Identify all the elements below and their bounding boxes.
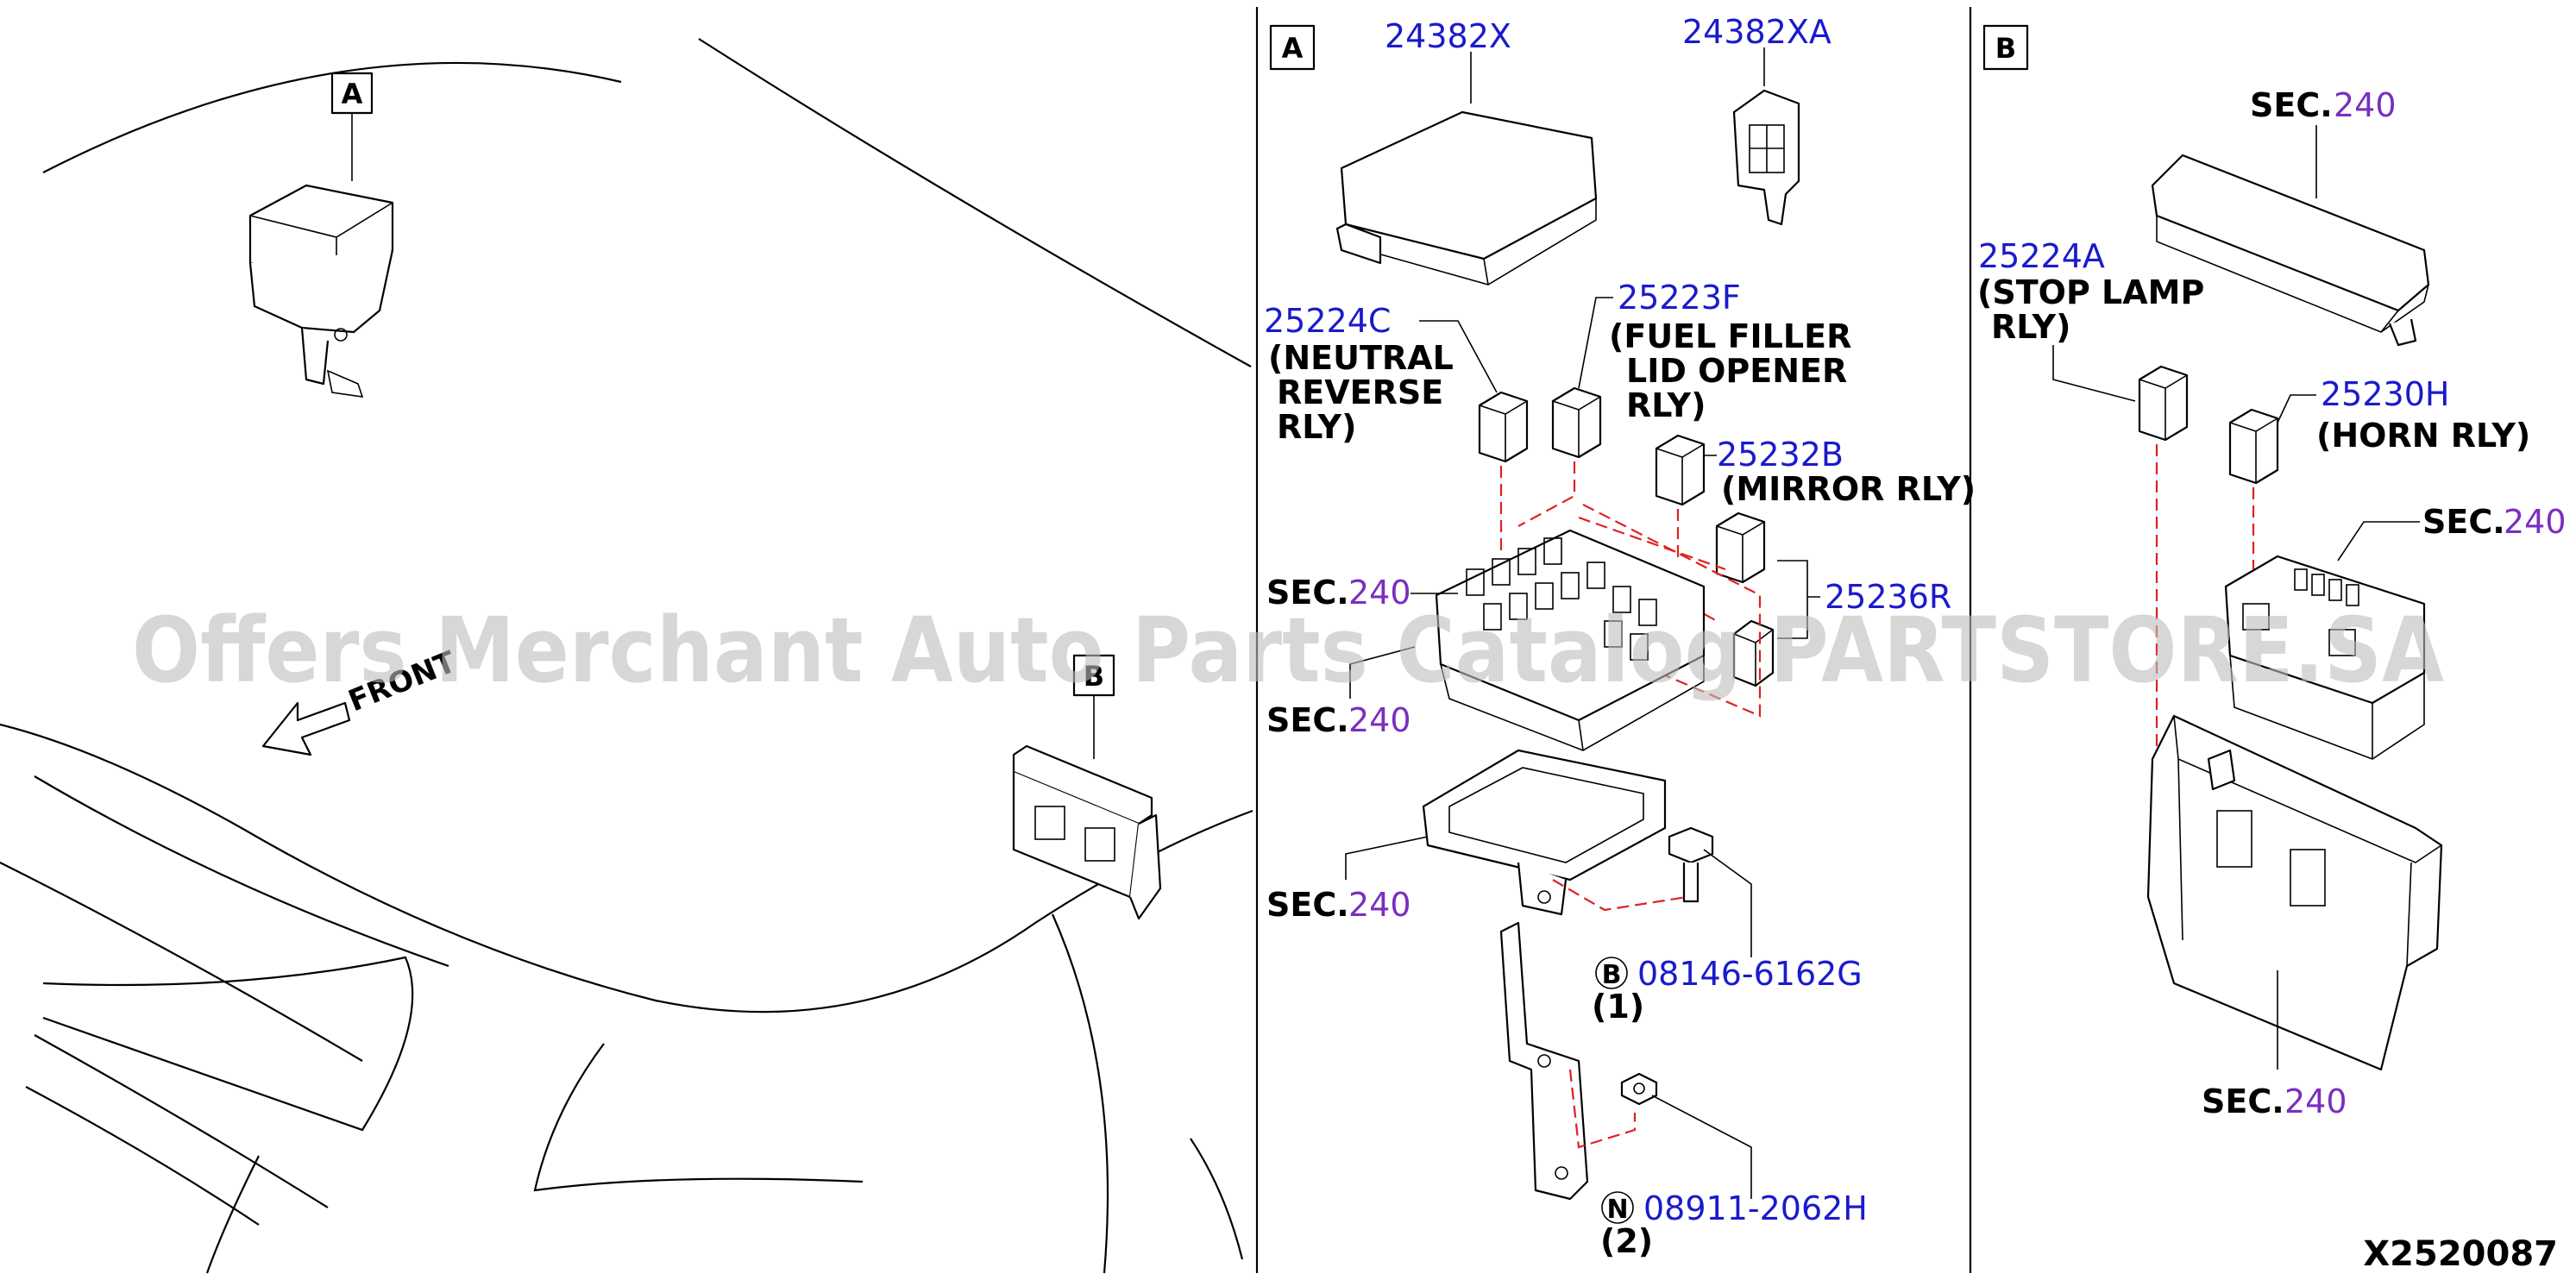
relay-fuel-filler (1551, 386, 1602, 459)
fuse-block (1435, 529, 1706, 751)
fuse-tray (1422, 749, 1667, 916)
panel-b-label: B (1995, 32, 2016, 65)
part-25224a-desc-1: (STOP LAMP (1977, 273, 2204, 311)
svg-text:240: 240 (2334, 86, 2397, 124)
figure-id: X2520087 (2363, 1234, 2558, 1274)
fuse-puller (1732, 89, 1800, 226)
relay-box-a-overview (248, 184, 394, 398)
part-25224a-desc-2: RLY) (1991, 308, 2070, 346)
relay-horn (2228, 408, 2279, 485)
part-24382x: 24382X (1385, 17, 1511, 55)
panel-a-label: A (1282, 32, 1304, 65)
svg-text:B: B (1602, 960, 1622, 990)
watermark: Offers Merchant Auto Parts Catalog PARTS… (132, 598, 2444, 703)
sec-ref-a-3: SEC. 240 (1266, 886, 1411, 924)
sec-ref-b-1: SEC. 240 (2250, 86, 2397, 124)
part-25223f-desc-2: LID OPENER (1626, 352, 1847, 390)
part-25224c-desc-1: (NEUTRAL (1268, 339, 1454, 377)
svg-text:240: 240 (1348, 701, 1411, 739)
svg-text:SEC.: SEC. (1266, 886, 1349, 924)
nut-callout: N 08911-2062H (2) (1600, 1189, 1868, 1260)
relay-stop-lamp (2138, 365, 2189, 442)
svg-text:240: 240 (2284, 1082, 2347, 1120)
relay-box-b-overview (1012, 744, 1162, 920)
nut-qty: (2) (1600, 1222, 1653, 1260)
panel-a-label-box (1269, 24, 1316, 71)
part-25224c-desc-2: REVERSE (1277, 373, 1443, 411)
relay-box-b-cover (2151, 154, 2430, 347)
svg-text:N: N (1606, 1195, 1628, 1225)
relay-25236r-upper (1715, 511, 1766, 584)
svg-text:SEC.: SEC. (2202, 1082, 2284, 1120)
sec-ref-b-2: SEC. 240 (2422, 503, 2567, 541)
svg-text:SEC.: SEC. (2250, 86, 2333, 124)
svg-text:240: 240 (1348, 886, 1411, 924)
relay-25236r-lower (1732, 619, 1775, 687)
part-25232b-desc: (MIRROR RLY) (1721, 470, 1976, 508)
relay-neutral-reverse (1478, 391, 1529, 463)
part-25236r: 25236R (1825, 578, 1951, 616)
sec-ref-a-1: SEC. 240 (1266, 574, 1411, 612)
bolt (1668, 826, 1714, 903)
relay-mirror (1655, 434, 1706, 506)
panel-a: A 24382X 24382XA 25224C (NEUTRAL REVERSE… (1264, 13, 1976, 1260)
panel-b-label-box (1982, 24, 2029, 71)
svg-text:SEC.: SEC. (2422, 503, 2505, 541)
svg-text:SEC.: SEC. (1266, 574, 1349, 612)
part-25224c-desc-3: RLY) (1277, 408, 1356, 446)
nut (1620, 1072, 1658, 1106)
part-08146-6162g: 08146-6162G (1637, 955, 1863, 993)
part-24382xa: 24382XA (1682, 13, 1831, 51)
panel-b: B SEC. 240 25224A (STOP LAMP RLY) 25230H… (1977, 24, 2567, 1120)
part-25223f: 25223F (1618, 279, 1741, 317)
bolt-callout: B 08146-6162G (1) (1592, 955, 1863, 1026)
relay-box-b-housing (2146, 714, 2443, 1071)
part-25232b: 25232B (1717, 436, 1844, 474)
part-25224c: 25224C (1264, 302, 1391, 340)
part-25223f-desc-1: (FUEL FILLER (1609, 317, 1851, 355)
fuse-box-cover (1335, 110, 1598, 285)
sec-ref-a-2: SEC. 240 (1266, 701, 1411, 739)
part-25230h: 25230H (2321, 375, 2449, 413)
mounting-bracket (1499, 921, 1589, 1201)
svg-text:240: 240 (2504, 503, 2567, 541)
svg-text:240: 240 (1348, 574, 1411, 612)
sec-ref-b-3: SEC. 240 (2202, 1082, 2347, 1120)
part-25230h-desc: (HORN RLY) (2316, 417, 2530, 455)
part-08911-2062h: 08911-2062H (1643, 1189, 1868, 1227)
part-25223f-desc-3: RLY) (1626, 386, 1706, 424)
callout-a: A (342, 78, 363, 110)
part-25224a: 25224A (1978, 237, 2105, 275)
bolt-qty: (1) (1592, 988, 1644, 1026)
callout-b: B (1084, 660, 1104, 693)
svg-text:SEC.: SEC. (1266, 701, 1349, 739)
relay-block-b (2224, 555, 2426, 760)
